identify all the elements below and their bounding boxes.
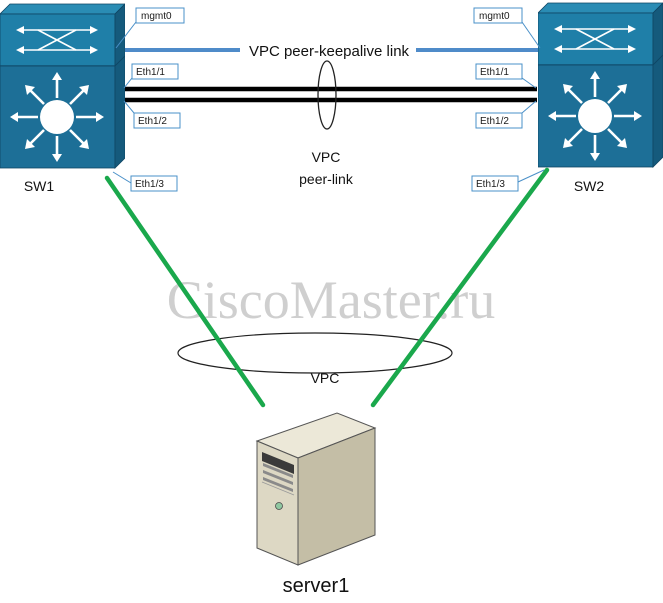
port-label-sw1-eth1-1: Eth1/1 — [123, 63, 179, 89]
port-label-sw2-eth1-3: Eth1/3 — [471, 169, 545, 192]
keepalive-link-label: VPC peer-keepalive link — [249, 43, 410, 60]
svg-text:Eth1/1: Eth1/1 — [136, 67, 165, 78]
sw2-to-server-link — [370, 167, 550, 408]
peer-link-label: peer-link — [299, 171, 354, 187]
multilayer-switch-icon — [0, 2, 125, 170]
multilayer-switch-icon — [538, 1, 663, 169]
peer-link-bundle-ellipse — [317, 60, 337, 130]
vpc-ellipse — [177, 332, 453, 374]
peer-link-label: VPC — [312, 149, 341, 165]
svg-text:Eth1/3: Eth1/3 — [476, 179, 505, 190]
port-label-sw2-mgmt0: mgmt0 — [473, 7, 541, 49]
port-label-sw2-eth1-1: Eth1/1 — [475, 63, 537, 89]
tower-server-icon — [255, 412, 377, 566]
svg-text:mgmt0: mgmt0 — [141, 11, 172, 22]
port-label-sw1-eth1-2: Eth1/2 — [123, 100, 181, 129]
port-label-sw2-eth1-2: Eth1/2 — [475, 100, 537, 129]
server-name: server1 — [283, 575, 350, 597]
switch-sw2: SW2 — [538, 1, 663, 194]
switch-sw1-name: SW1 — [24, 178, 55, 194]
server-server1: server1 — [255, 412, 377, 597]
port-label-sw1-mgmt0: mgmt0 — [115, 7, 185, 49]
sw1-to-server-link — [104, 175, 266, 408]
svg-text:Eth1/2: Eth1/2 — [480, 116, 509, 127]
switch-sw1: SW1 — [0, 2, 125, 194]
svg-text:Eth1/3: Eth1/3 — [135, 179, 164, 190]
switch-sw2-name: SW2 — [574, 178, 605, 194]
svg-text:mgmt0: mgmt0 — [479, 11, 510, 22]
vpc-label: VPC — [311, 370, 340, 386]
port-label-sw1-eth1-3: Eth1/3 — [112, 171, 178, 192]
svg-text:Eth1/1: Eth1/1 — [480, 67, 509, 78]
watermark-text: CiscoMaster.ru — [167, 270, 495, 330]
svg-text:Eth1/2: Eth1/2 — [138, 116, 167, 127]
